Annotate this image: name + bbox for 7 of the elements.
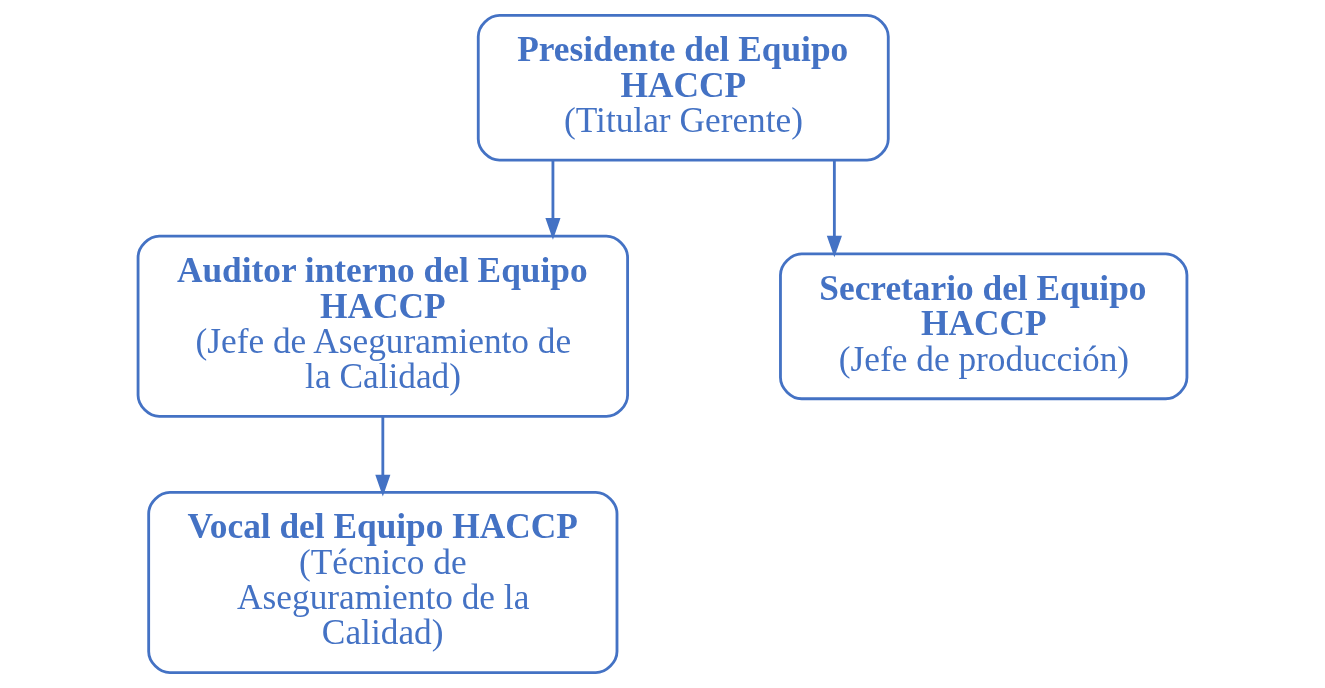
node-box: Secretario del Equipo HACCP (Jefe de producción): [779, 252, 1189, 401]
arrow: [826, 160, 842, 258]
node-box: Presidente del Equipo HACCP (Titular Gerente): [476, 13, 890, 162]
node-box: Vocal del Equipo HACCP (Técnico de Aseguramiento de la Calidad): [147, 491, 619, 675]
arrow: [545, 160, 561, 240]
arrow: [375, 416, 391, 497]
node-box: Auditor interno del Equipo HACCP (Jefe de Aseguramiento de la Calidad): [136, 234, 629, 418]
